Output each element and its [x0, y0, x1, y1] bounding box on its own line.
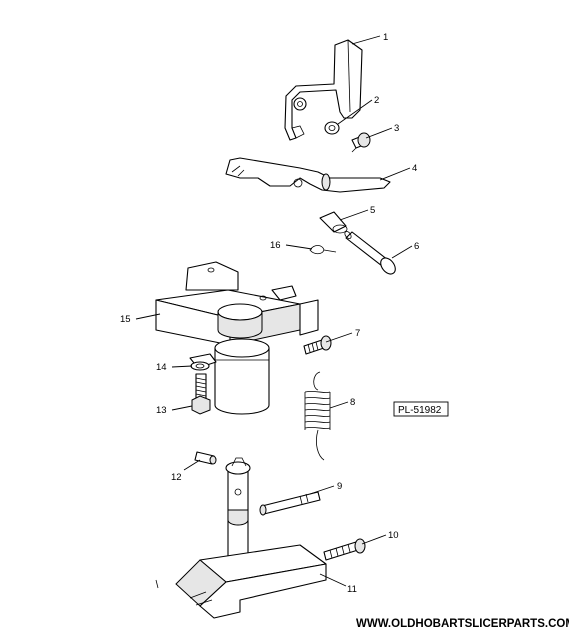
leader-7 [325, 332, 353, 343]
callout-7: 7 [355, 328, 360, 339]
part-10-screw [323, 538, 366, 561]
callout-4: 4 [412, 163, 417, 174]
callout-1: 1 [383, 32, 388, 43]
part-7-screw [303, 335, 332, 355]
leader-3 [365, 127, 393, 139]
leader-11 [319, 573, 347, 587]
part-14-lock-washer [190, 361, 210, 371]
leader-4 [379, 167, 411, 181]
leader-5 [339, 209, 369, 221]
leader-15 [135, 313, 161, 320]
leader-12 [183, 459, 201, 471]
callout-2: 2 [374, 95, 379, 106]
leader-14 [171, 365, 193, 368]
part-11-shaft-base [175, 457, 327, 619]
part-13-bolt [191, 373, 211, 415]
leader-16 [285, 244, 313, 250]
callout-labels: 1 2 3 4 5 6 16 15 7 14 8 13 12 9 10 11 [120, 32, 419, 595]
part-1-lever-bracket [284, 39, 363, 141]
callout-8: 8 [350, 397, 355, 408]
part-16-cotter-pin [309, 245, 337, 255]
plate-number: PL-51982 [398, 405, 442, 416]
website-url: WWW.OLDHOBARTSLICERPARTS.COM [356, 618, 569, 630]
part-4-link-arm [225, 157, 391, 193]
stray-mark [155, 579, 159, 589]
leader-13 [171, 405, 193, 411]
leader-2 [337, 99, 373, 125]
leader-9 [309, 485, 335, 495]
part-15-housing [155, 261, 319, 415]
leader-6 [391, 245, 413, 259]
part-6-pin [344, 231, 396, 275]
callout-9: 9 [337, 481, 342, 492]
leader-10 [361, 534, 387, 545]
part-5-sleeve [319, 211, 348, 234]
leader-lines [135, 35, 413, 587]
callout-14: 14 [156, 362, 167, 373]
leader-8 [329, 401, 349, 409]
callout-12: 12 [171, 472, 182, 483]
part-2-washer [324, 121, 340, 135]
callout-11: 11 [347, 584, 357, 595]
callout-6: 6 [414, 241, 419, 252]
part-9-shaft-pin [259, 491, 321, 516]
callout-13: 13 [156, 405, 167, 416]
part-3-screw [351, 132, 371, 153]
part-12-dowel-pin [194, 451, 217, 465]
callout-10: 10 [388, 530, 399, 541]
leader-1 [351, 35, 381, 45]
callout-16: 16 [270, 240, 281, 251]
plate-number-box: PL-51982 [393, 401, 449, 417]
callout-5: 5 [370, 205, 375, 216]
part-8-spring [304, 371, 331, 461]
callout-3: 3 [394, 123, 399, 134]
callout-15: 15 [120, 314, 131, 325]
